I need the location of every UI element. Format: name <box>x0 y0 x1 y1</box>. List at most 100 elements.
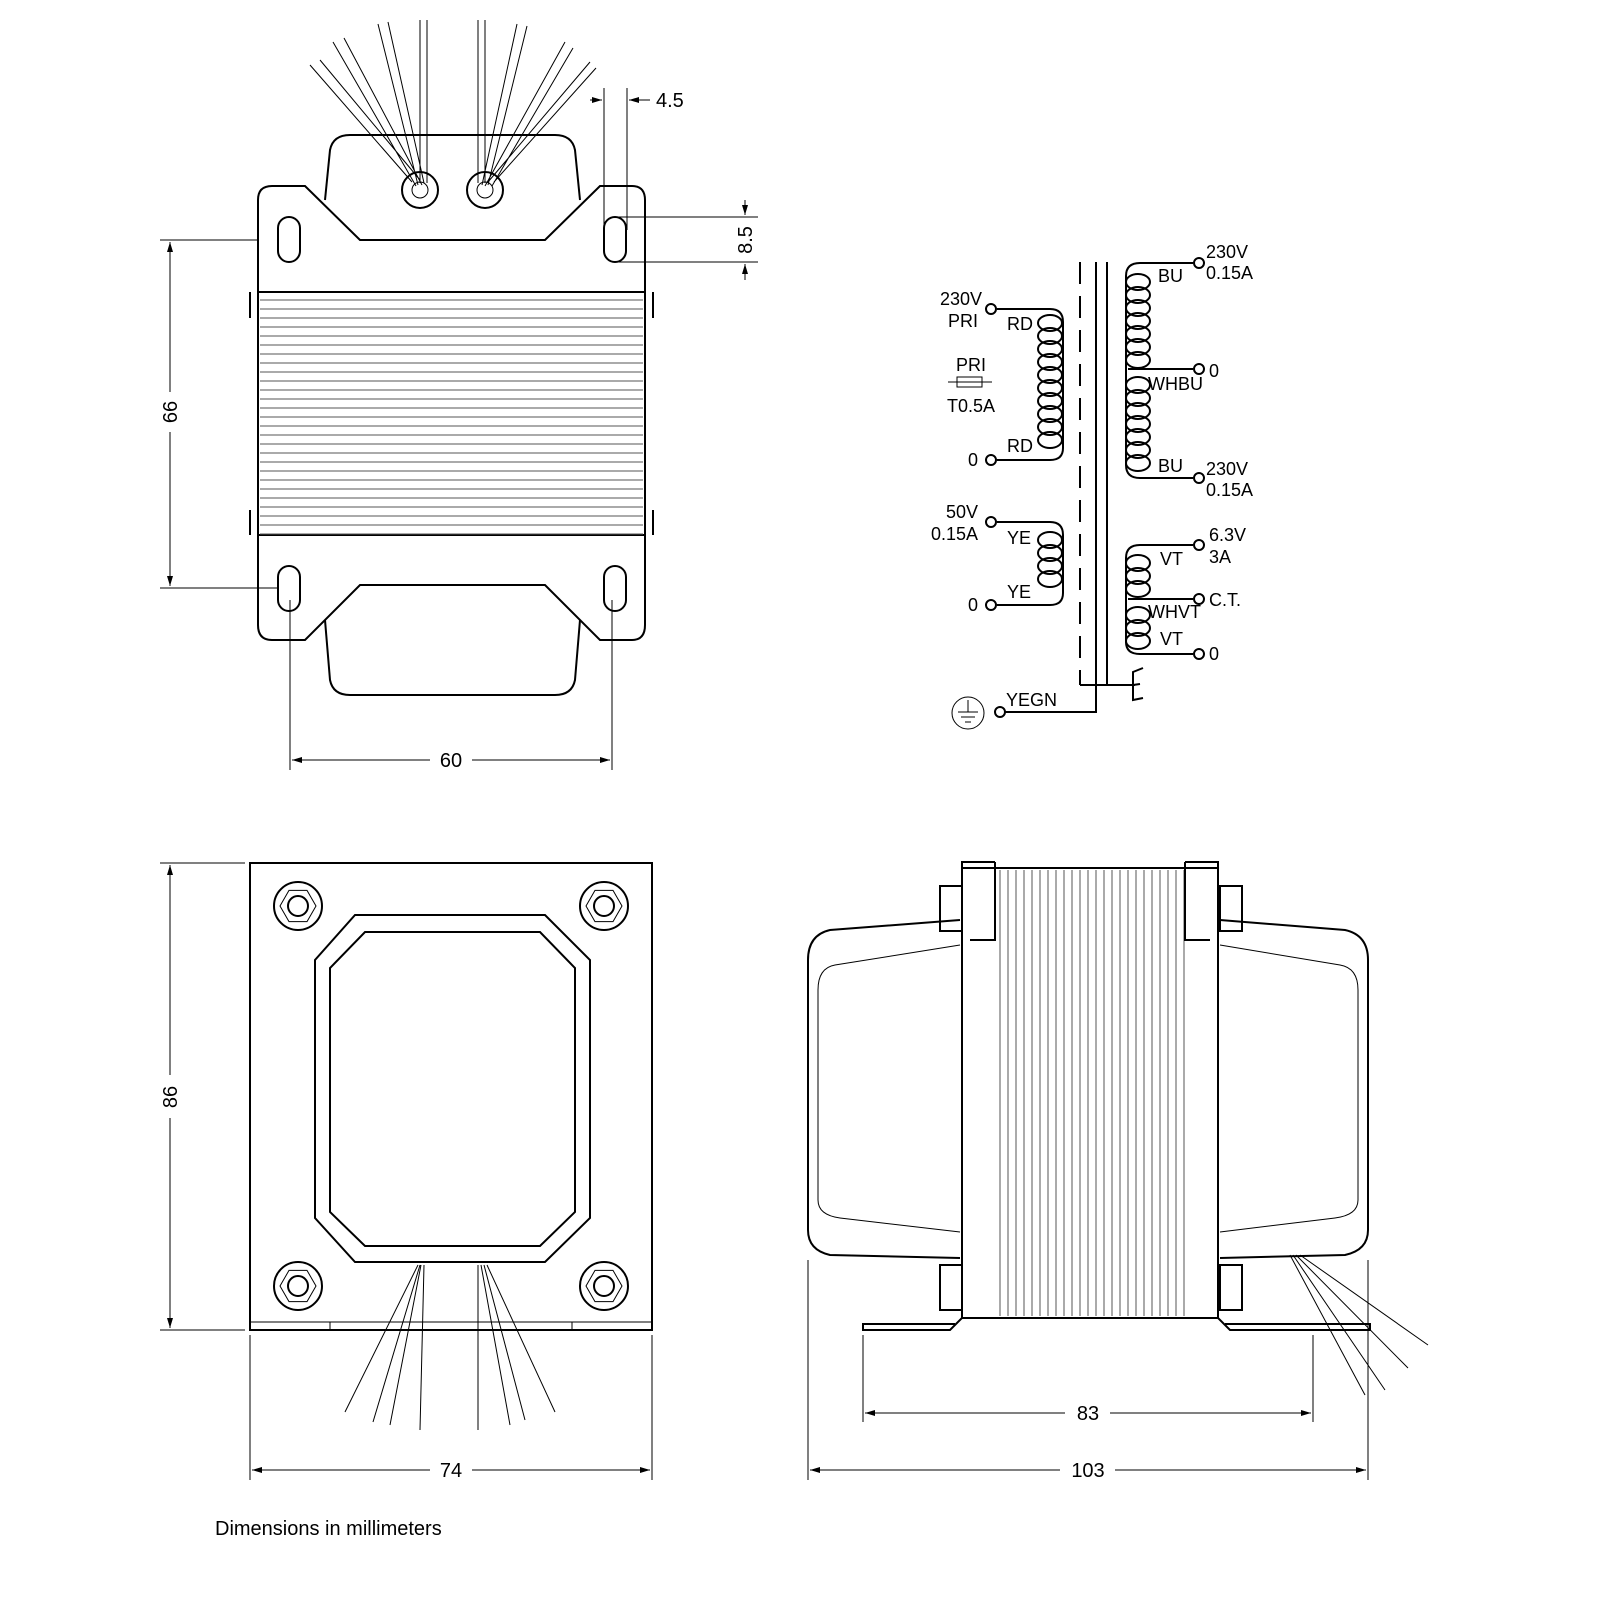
svg-text:83: 83 <box>1077 1403 1099 1425</box>
svg-text:PRI: PRI <box>948 311 978 331</box>
svg-text:RD: RD <box>1007 436 1033 456</box>
schematic: 230V PRI RD RD 0 PRI T0.5A 50V 0.15A YE … <box>931 242 1253 730</box>
svg-text:66: 66 <box>160 401 182 423</box>
svg-text:230V: 230V <box>1206 242 1248 262</box>
mount-slot <box>277 216 301 263</box>
lead-wires-side <box>1289 1254 1429 1396</box>
dimension-8-5: 8.5 <box>615 200 758 280</box>
terminal-icon <box>985 454 997 466</box>
coil-window-outer <box>314 914 591 1263</box>
mounting-nut <box>273 881 323 931</box>
dimension-74: 74 <box>249 1335 653 1482</box>
mount-plate <box>257 185 646 641</box>
svg-text:VT: VT <box>1160 549 1183 569</box>
svg-text:0.15A: 0.15A <box>1206 263 1253 283</box>
terminal-icon <box>1193 363 1205 375</box>
svg-text:6.3V: 6.3V <box>1209 525 1246 545</box>
primary-winding <box>1037 314 1063 449</box>
svg-text:BU: BU <box>1158 456 1183 476</box>
heater-winding-lower <box>1125 606 1151 650</box>
terminal-icon <box>1193 257 1205 269</box>
svg-text:0: 0 <box>1209 644 1219 664</box>
svg-text:PRI: PRI <box>956 355 986 375</box>
svg-text:86: 86 <box>160 1086 182 1108</box>
svg-text:103: 103 <box>1071 1460 1104 1482</box>
terminal-icon <box>985 599 997 611</box>
svg-text:WHBU: WHBU <box>1148 374 1203 394</box>
bell-top <box>324 134 581 201</box>
ht-winding-lower <box>1125 376 1151 472</box>
svg-text:8.5: 8.5 <box>735 226 757 254</box>
grommet-left <box>401 171 439 209</box>
dimension-103: 103 <box>807 1260 1369 1482</box>
svg-text:YE: YE <box>1007 582 1031 602</box>
svg-text:BU: BU <box>1158 266 1183 286</box>
terminal-icon <box>985 303 997 315</box>
lead-wires-top <box>309 20 597 187</box>
svg-text:230V: 230V <box>1206 459 1248 479</box>
bell-left <box>807 919 961 1259</box>
svg-text:50V: 50V <box>946 502 978 522</box>
bias-winding <box>1037 531 1063 588</box>
winding-lead <box>997 521 1064 606</box>
svg-text:0: 0 <box>1209 361 1219 381</box>
terminal-icon <box>1193 472 1205 484</box>
terminal-icon <box>1193 648 1205 660</box>
svg-text:T0.5A: T0.5A <box>947 396 995 416</box>
dimension-66: 66 <box>160 239 278 589</box>
bolt-nut <box>1219 885 1243 932</box>
svg-text:VT: VT <box>1160 629 1183 649</box>
winding-lead <box>997 308 1064 461</box>
svg-text:WHVT: WHVT <box>1148 602 1201 622</box>
dimension-86: 86 <box>160 862 245 1331</box>
mounting-nut <box>273 1261 323 1311</box>
dimension-83: 83 <box>862 1335 1314 1425</box>
svg-text:YE: YE <box>1007 528 1031 548</box>
svg-text:0.15A: 0.15A <box>931 524 978 544</box>
heater-winding-upper <box>1125 554 1151 598</box>
grommet-right <box>466 171 504 209</box>
bolt-nut <box>1219 1264 1243 1311</box>
side-view <box>807 861 1429 1396</box>
winding-lead <box>1125 544 1193 655</box>
units-note: Dimensions in millimeters <box>215 1518 442 1540</box>
svg-text:C.T.: C.T. <box>1209 590 1241 610</box>
mount-slot <box>603 216 627 263</box>
dimension-4-5: 4.5 <box>590 88 684 230</box>
terminal-icon <box>1193 593 1205 605</box>
svg-text:3A: 3A <box>1209 547 1231 567</box>
terminal-icon <box>985 516 997 528</box>
lead-wires-bottom <box>344 1264 556 1431</box>
svg-text:0: 0 <box>968 595 978 615</box>
bell-bottom <box>324 619 581 696</box>
mounting-nut <box>579 1261 629 1311</box>
terminal-icon <box>1193 539 1205 551</box>
lamination-lines <box>260 299 643 535</box>
coil-window-inner <box>329 931 576 1247</box>
bolt-nut <box>939 885 963 932</box>
front-view <box>249 20 654 696</box>
bell-right <box>1219 919 1369 1259</box>
terminal-icon <box>994 706 1006 718</box>
svg-text:0: 0 <box>968 450 978 470</box>
mounting-nut <box>579 881 629 931</box>
base-plate <box>249 862 653 1331</box>
svg-text:60: 60 <box>440 750 462 772</box>
bolt-nut <box>939 1264 963 1311</box>
core-earth-symbol <box>1132 667 1144 702</box>
svg-text:230V: 230V <box>940 289 982 309</box>
ht-winding-upper <box>1125 273 1151 369</box>
top-view <box>249 862 653 1431</box>
mount-slot <box>277 565 301 612</box>
svg-text:4.5: 4.5 <box>656 90 684 112</box>
lamination-stack <box>257 291 646 536</box>
fuse-symbol <box>948 376 992 388</box>
svg-text:RD: RD <box>1007 314 1033 334</box>
svg-text:0.15A: 0.15A <box>1206 480 1253 500</box>
svg-text:YEGN: YEGN <box>1006 690 1057 710</box>
mount-slot <box>603 565 627 612</box>
winding-lead <box>1125 262 1193 479</box>
earth-ground-icon <box>951 696 985 730</box>
svg-text:74: 74 <box>440 1460 462 1482</box>
